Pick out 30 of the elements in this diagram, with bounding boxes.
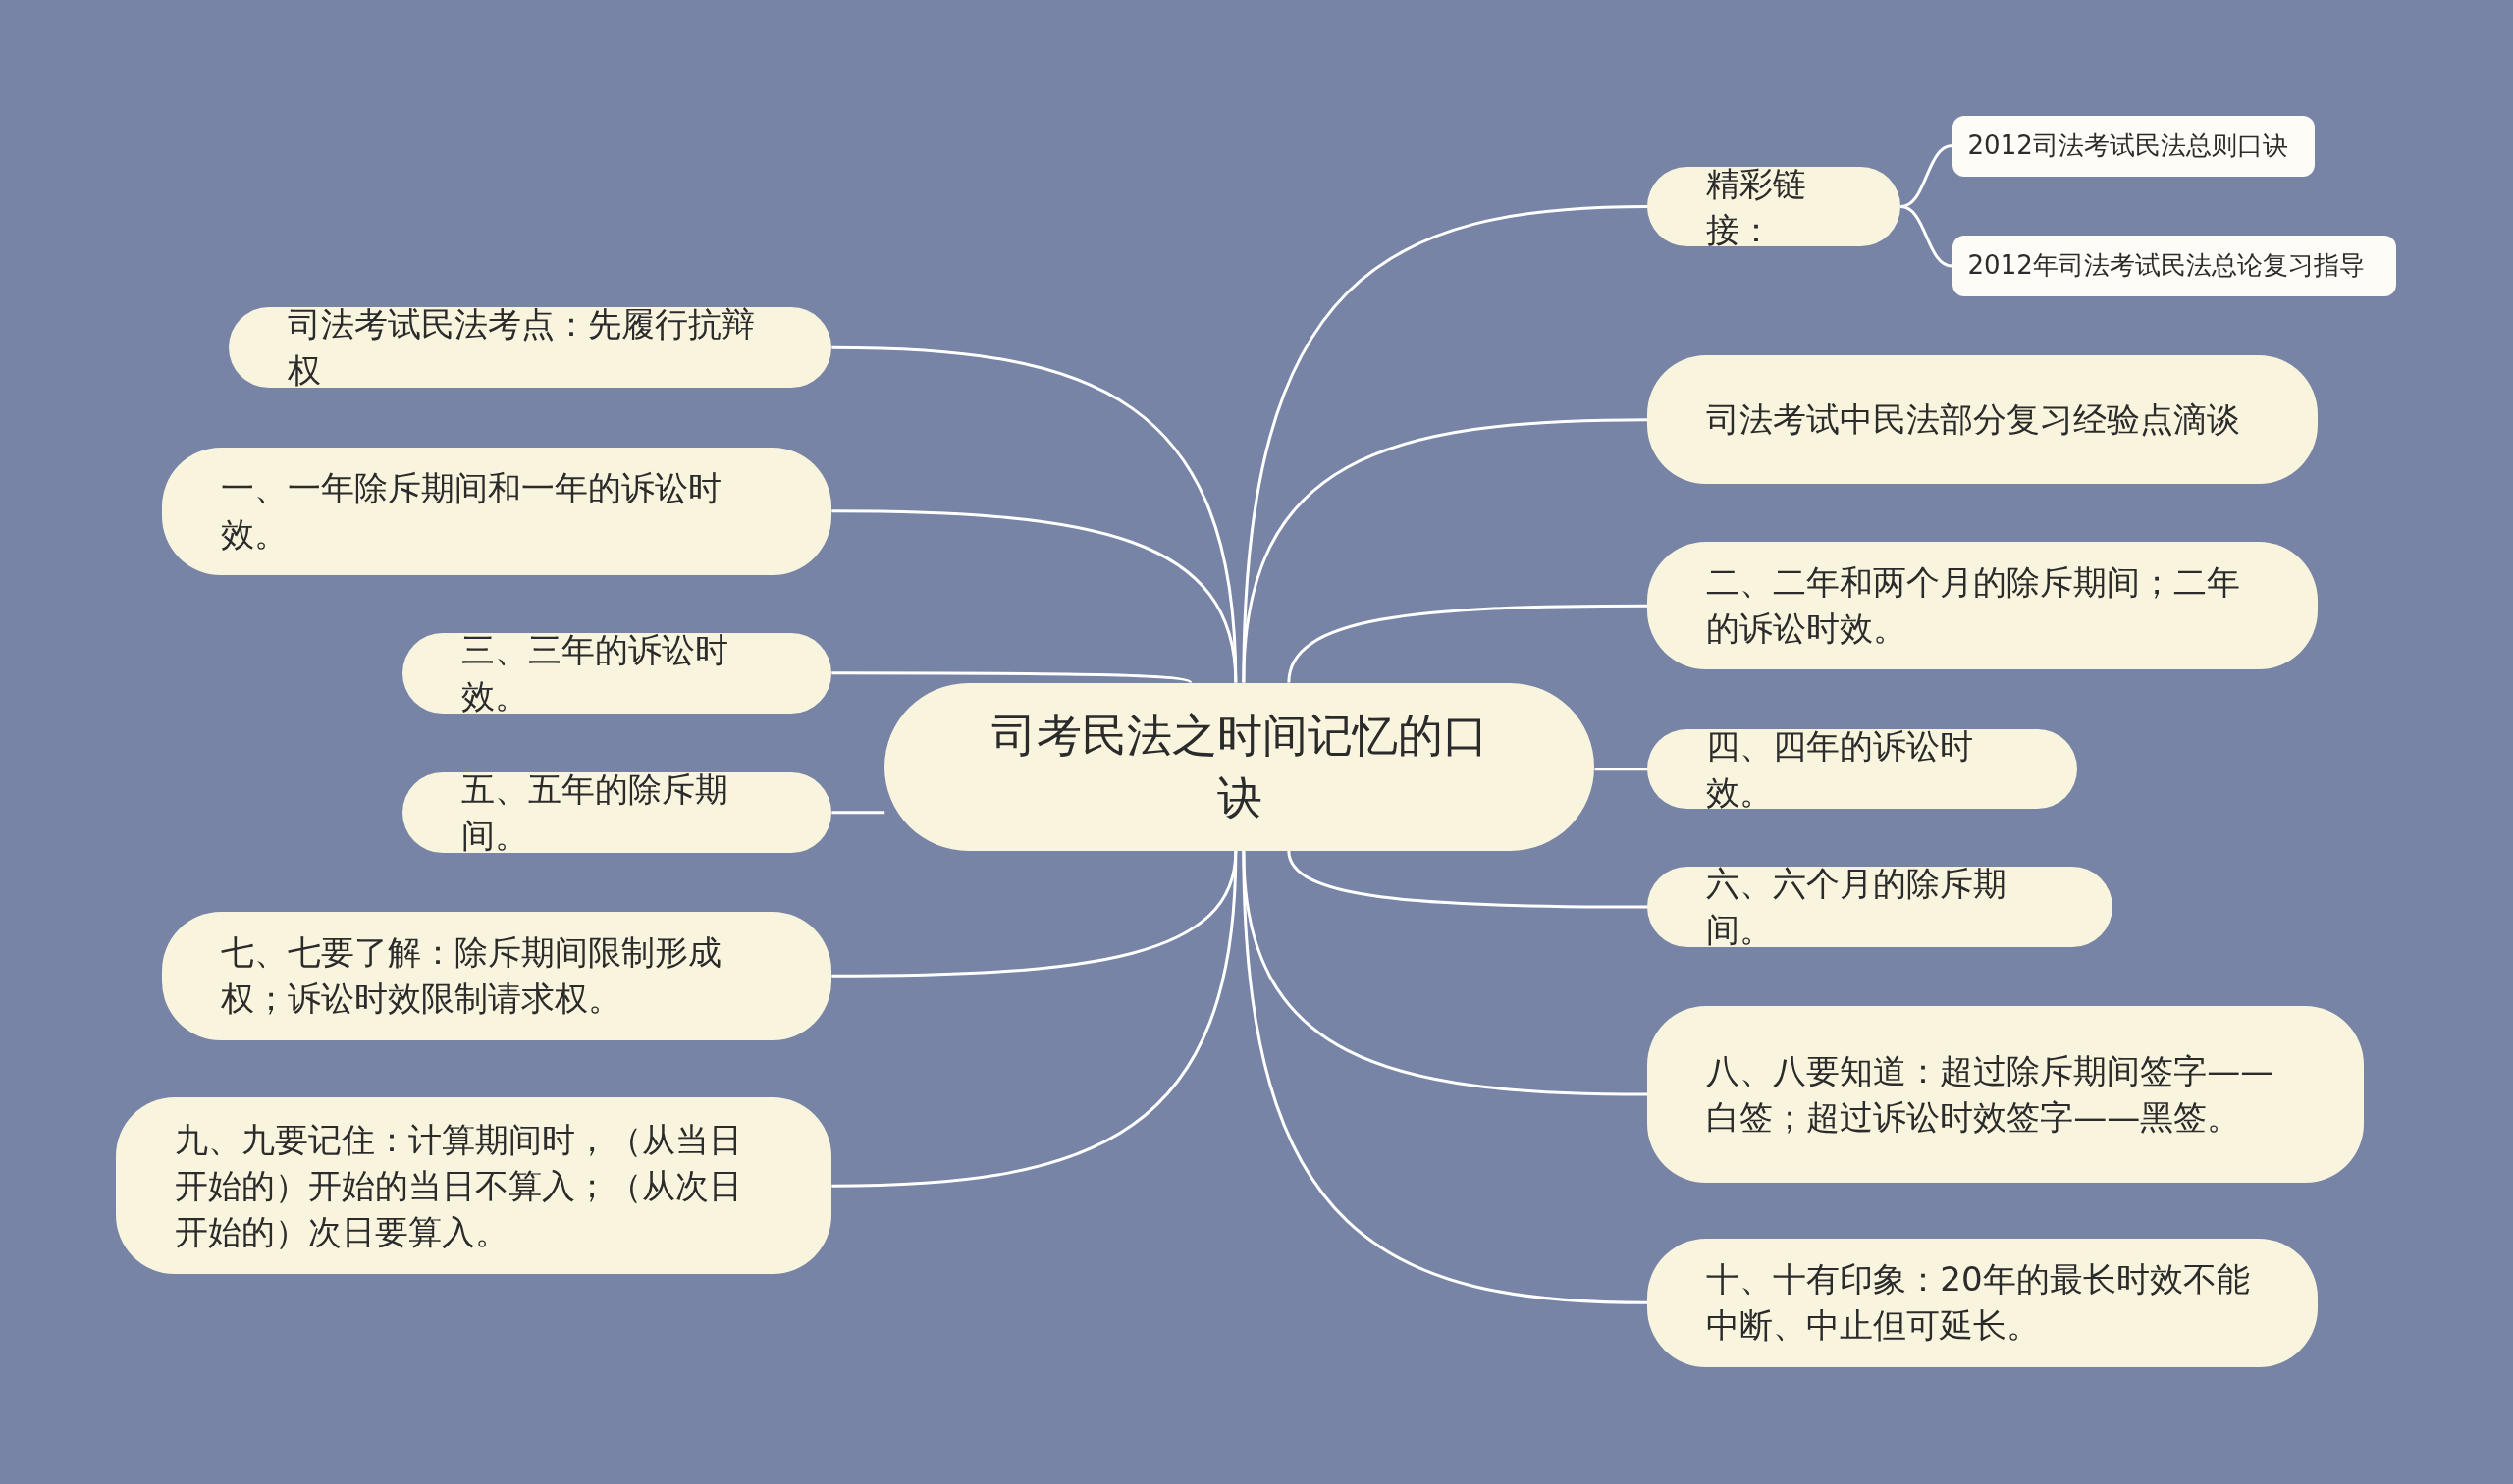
topic-text: 八、八要知道：超过除斥期间签字——白签；超过诉讼时效签字——黑签。 <box>1706 1050 2275 1140</box>
connector-line <box>1900 144 1952 209</box>
topic-text: 司法考试中民法部分复习经验点滴谈 <box>1706 398 2241 442</box>
link-text: 2012司法考试民法总则口诀 <box>1967 129 2288 162</box>
topic-text: 十、十有印象：20年的最长时效不能中断、中止但可延长。 <box>1706 1258 2251 1348</box>
connector-line <box>831 671 1192 684</box>
topic-text: 四、四年的诉讼时效。 <box>1706 724 1975 814</box>
topic-text: 一、一年除斥期间和一年的诉讼时效。 <box>220 466 722 556</box>
connector-line <box>1287 604 1648 683</box>
topic-box <box>1647 1006 2365 1183</box>
connector-line <box>1242 418 1648 683</box>
topic-text: 精彩链接： <box>1706 162 1808 251</box>
link-box <box>1952 115 2315 177</box>
connector-line <box>1900 205 1952 268</box>
connector-line <box>831 811 885 815</box>
link-box <box>1952 236 2396 297</box>
topic-text: 司考民法之时间记忆的口诀 <box>989 707 1489 826</box>
topic-text: 三、三年的诉讼时效。 <box>460 628 729 717</box>
connector-line <box>1242 850 1648 1304</box>
topic-text: 司法考试民法考点：先履行抗辩权 <box>288 303 757 393</box>
connector-line <box>1594 768 1648 771</box>
topic-box <box>115 1097 832 1274</box>
topic-text: 二、二年和两个月的除斥期间；二年的诉讼时效。 <box>1706 561 2242 651</box>
link-text: 2012年司法考试民法总论复习指导 <box>1967 249 2365 283</box>
topic-text: 五、五年的除斥期间。 <box>460 768 729 857</box>
topic-text: 九、九要记住：计算期间时，（从当日开始的）开始的当日不算入；（从次日开始的）次日要算入。 <box>174 1118 743 1253</box>
topic-text: 七、七要了解：除斥期间限制形成权；诉讼时效限制请求权。 <box>220 931 722 1021</box>
connector-line <box>831 509 1238 683</box>
connector-line <box>1287 850 1648 909</box>
topic-text: 六、六个月的除斥期间。 <box>1706 863 2008 952</box>
